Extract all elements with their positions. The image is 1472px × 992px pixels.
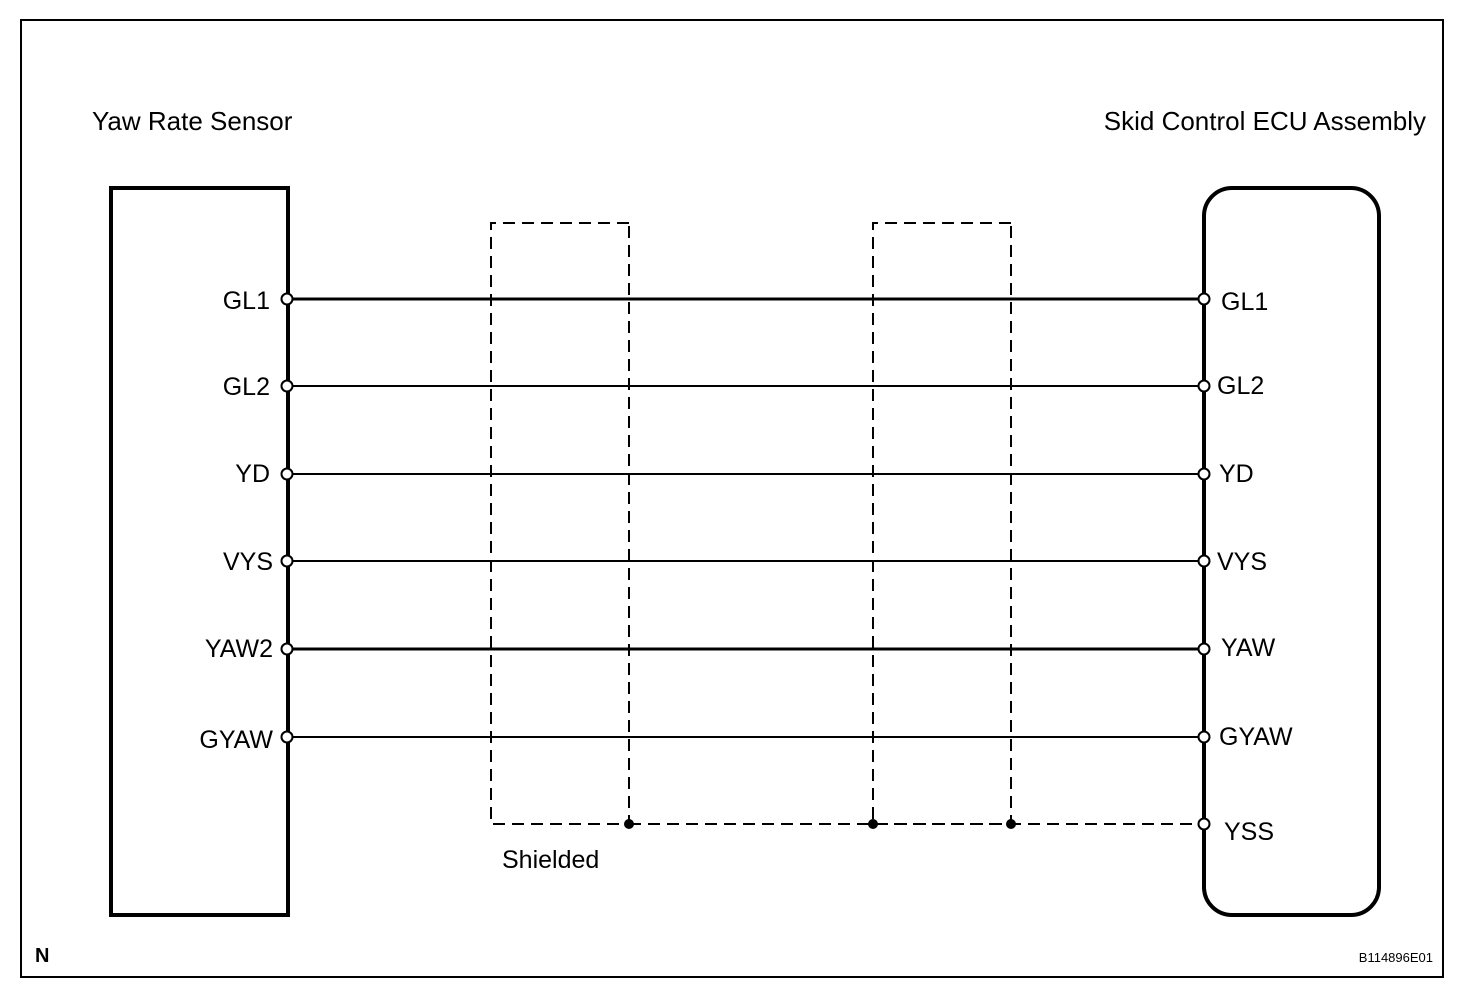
ecu-pin-label-yss: YSS [1224, 818, 1274, 846]
ecu-pin-label: GYAW [1219, 723, 1293, 751]
terminal-ecu-yaw [1197, 642, 1211, 656]
sensor-pin-label: GYAW [199, 726, 273, 754]
ecu-pin-label: GL1 [1221, 288, 1268, 316]
skid-control-ecu-title: Skid Control ECU Assembly [1104, 106, 1426, 136]
terminal-ecu-yss [1197, 817, 1211, 831]
terminal-sensor-gl1 [280, 292, 294, 306]
terminal-ecu-yd [1197, 467, 1211, 481]
sensor-pin-label: GL1 [223, 287, 270, 315]
terminal-ecu-vys [1197, 554, 1211, 568]
terminal-sensor-vys [280, 554, 294, 568]
terminal-sensor-gyaw [280, 730, 294, 744]
shield-outline-right [872, 222, 1012, 825]
terminal-ecu-gyaw [1197, 730, 1211, 744]
sensor-pin-label: VYS [223, 548, 273, 576]
terminal-sensor-yd [280, 467, 294, 481]
yaw-rate-sensor-title: Yaw Rate Sensor [92, 106, 293, 136]
yaw-rate-sensor-box [109, 186, 290, 917]
ecu-pin-label: YAW [1221, 634, 1276, 662]
terminal-sensor-gl2 [280, 379, 294, 393]
sensor-pin-label: GL2 [223, 373, 270, 401]
terminal-ecu-gl2 [1197, 379, 1211, 393]
diagram-frame [20, 19, 1444, 978]
corner-mark: N [35, 945, 49, 967]
sensor-pin-label: YAW2 [205, 635, 273, 663]
shield-outline-left [490, 222, 630, 825]
terminal-ecu-gl1 [1197, 292, 1211, 306]
terminal-sensor-yaw2 [280, 642, 294, 656]
shield-junction-dot [624, 819, 634, 829]
shield-label: Shielded [502, 846, 599, 874]
skid-control-ecu-box [1202, 186, 1381, 917]
sensor-pin-label: YD [235, 460, 270, 488]
shield-junction-dot [1006, 819, 1016, 829]
figure-code: B114896E01 [1359, 950, 1433, 965]
ecu-pin-label: GL2 [1217, 372, 1264, 400]
ecu-pin-label: VYS [1217, 548, 1267, 576]
shield-junction-dot [868, 819, 878, 829]
ecu-pin-label: YD [1219, 460, 1254, 488]
